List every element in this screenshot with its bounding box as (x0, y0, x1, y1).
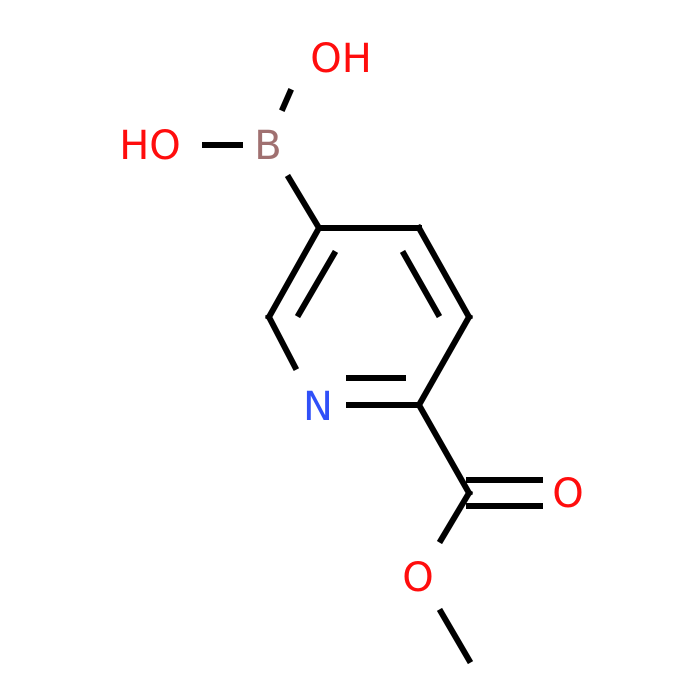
bond-ring-c4-c3 (414, 223, 474, 322)
bond-oh-top-b (279, 88, 294, 112)
bond-ring-c4-c3-inner (399, 249, 443, 319)
boron-label: B (254, 123, 281, 169)
carbonyl-oxygen-label: O (552, 471, 583, 517)
ester-oxygen-label: O (402, 555, 433, 601)
bond-ester-o-methyl (436, 607, 474, 665)
bond-b-ring (284, 173, 324, 233)
bond-carbonyl-c-ester-o (436, 488, 474, 545)
atom-labels: OH HO B N O O (119, 36, 584, 601)
hydroxyl-left-label: HO (119, 123, 181, 169)
bond-ring-c6-c5-inner (294, 249, 339, 319)
nitrogen-label: N (303, 384, 333, 430)
bond-ring-c6-c5 (264, 223, 324, 322)
bonds (202, 88, 543, 665)
bond-c2-carbonyl-c (414, 400, 474, 498)
hydroxyl-top-label: OH (310, 36, 372, 82)
bond-ring-c3-c2 (414, 312, 474, 410)
bond-ring-n-c6 (264, 312, 300, 372)
